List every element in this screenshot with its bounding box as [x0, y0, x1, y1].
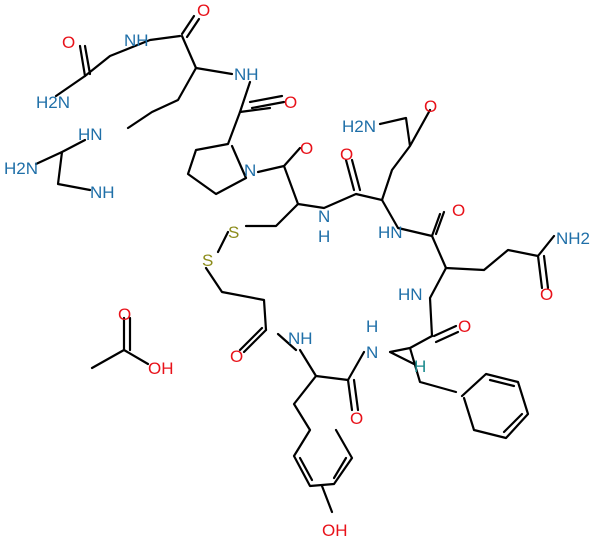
atom-label: O: [300, 139, 313, 158]
atom-label: HN: [78, 125, 103, 144]
atom-label: H: [318, 227, 330, 246]
atom-label: NH: [234, 65, 259, 84]
bond: [34, 138, 92, 192]
bond: [296, 192, 384, 210]
atom-label: O: [458, 317, 471, 336]
atom-label: O: [540, 285, 553, 304]
atom-label: NH2: [556, 229, 590, 248]
bonds: [34, 14, 556, 514]
bond: [276, 332, 334, 514]
atom-label: O: [62, 33, 75, 52]
atom-label: NH: [288, 329, 313, 348]
atom-label: HN: [398, 285, 423, 304]
atom-label: O: [424, 97, 437, 116]
bond: [78, 44, 92, 78]
atom-label: OH: [148, 359, 174, 378]
bond: [186, 110, 248, 196]
bond: [256, 146, 302, 206]
bond: [432, 324, 460, 344]
atom-label: N: [318, 207, 330, 226]
bond: [428, 266, 448, 338]
atom-labels: O NH O H2N NH HN O H2N NH H2N O N O O S …: [4, 1, 590, 540]
atom-label: O: [118, 305, 131, 324]
atom-label: O: [350, 409, 363, 428]
bond: [126, 66, 198, 130]
bond: [408, 346, 458, 394]
bond: [238, 326, 268, 354]
atom-label: H2N: [4, 159, 38, 178]
atom-label: O: [340, 145, 353, 164]
atom-label: H: [414, 357, 426, 376]
atom-label: N: [366, 343, 378, 362]
bond: [388, 334, 434, 366]
atom-label: NH: [124, 31, 149, 50]
bond: [380, 198, 442, 238]
atom-label: H: [366, 317, 378, 336]
bond: [460, 372, 530, 440]
atom-label: OH: [322, 521, 348, 540]
bond: [434, 210, 446, 236]
atom-label: H2N: [342, 117, 376, 136]
bond: [430, 234, 556, 272]
bond: [54, 34, 182, 98]
bond: [488, 378, 524, 434]
atom-label: O: [452, 201, 465, 220]
bond: [244, 202, 300, 228]
bond: [346, 378, 360, 412]
bond: [378, 108, 432, 202]
atom-label: O: [197, 1, 210, 20]
atom-label: H2N: [36, 93, 70, 112]
bond: [298, 456, 348, 482]
atom-label: N: [244, 161, 256, 180]
bond: [204, 230, 268, 332]
bond: [248, 94, 286, 110]
atom-label: O: [230, 347, 243, 366]
atom-label: HN: [378, 223, 403, 242]
bond: [298, 348, 366, 382]
bond: [180, 14, 201, 39]
bond: [536, 254, 550, 290]
bond: [90, 316, 150, 370]
atom-label: S: [202, 251, 213, 270]
atom-label: O: [284, 93, 297, 112]
atom-label: S: [228, 223, 239, 242]
bond: [344, 158, 362, 192]
bond: [292, 374, 354, 488]
atom-label: NH: [90, 183, 115, 202]
